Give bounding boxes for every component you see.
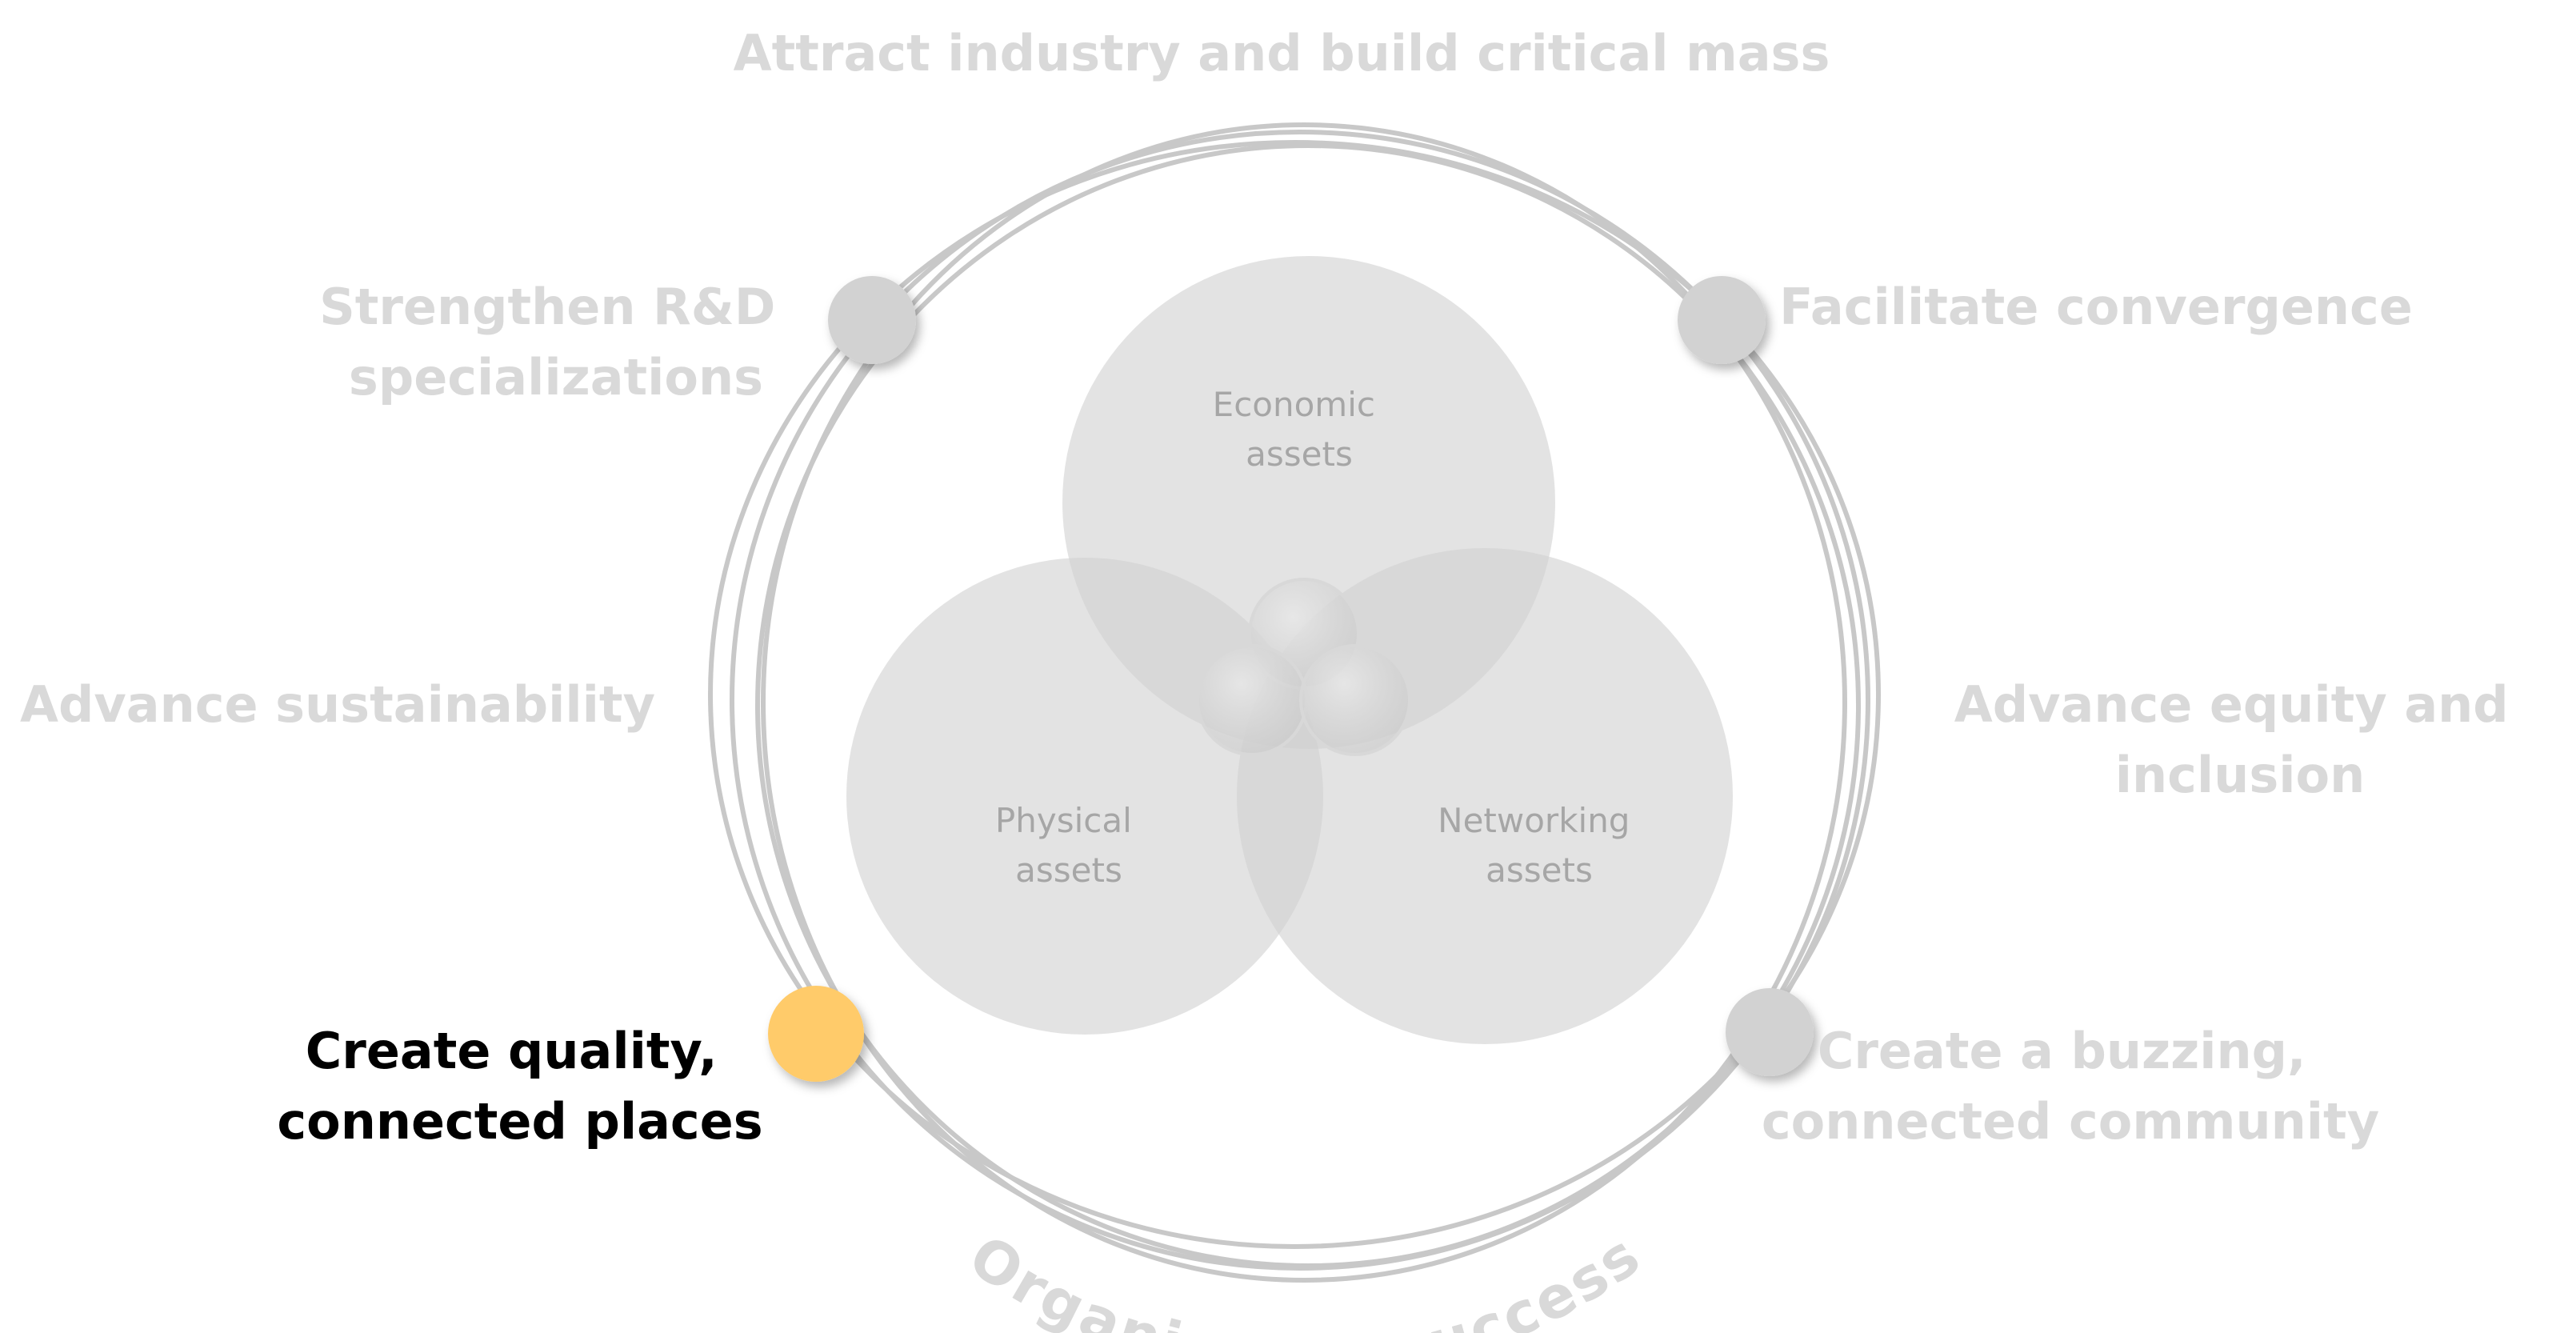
strategy-lower-right[interactable]: Create a buzzing, connected community xyxy=(1762,1022,2379,1151)
strategy-labels: Attract industry and build critical mass… xyxy=(20,24,2526,1151)
asset-venn xyxy=(846,256,1733,1044)
strategy-nodes xyxy=(768,276,1814,1082)
organize-for-success-label: Organize for success xyxy=(958,1222,1652,1333)
strategy-mid-right[interactable]: Advance equity and inclusion xyxy=(1954,675,2526,804)
networking-assets-label: Networking assets xyxy=(1438,801,1641,890)
strategy-upper-right[interactable]: Facilitate convergence xyxy=(1779,278,2413,336)
outer-ring-stroke-3 xyxy=(708,140,1881,1249)
strategy-mid-left[interactable]: Advance sustainability xyxy=(20,675,655,734)
node-upper-right[interactable] xyxy=(1678,276,1766,364)
outer-ring-stroke-2 xyxy=(755,143,1861,1268)
asset-labels: Economic assets Physical assets Networki… xyxy=(995,385,1641,890)
center-bubble-right xyxy=(1299,644,1411,756)
node-lower-right[interactable] xyxy=(1726,988,1814,1076)
node-upper-left[interactable] xyxy=(828,276,916,364)
strategy-upper-left[interactable]: Strengthen R&D specializations xyxy=(319,278,793,406)
outer-ring-stroke-1 xyxy=(730,130,1870,1271)
outer-ring-stroke-4 xyxy=(761,122,1847,1283)
economic-assets-label: Economic assets xyxy=(1213,385,1386,474)
physical-assets-label: Physical assets xyxy=(995,801,1142,890)
strategy-top[interactable]: Attract industry and build critical mass xyxy=(734,24,1830,82)
node-lower-left[interactable] xyxy=(768,986,864,1082)
outer-ring xyxy=(708,122,1881,1283)
center-bubble-left xyxy=(1196,644,1308,756)
strategy-lower-left[interactable]: Create quality, connected places xyxy=(277,1022,762,1151)
